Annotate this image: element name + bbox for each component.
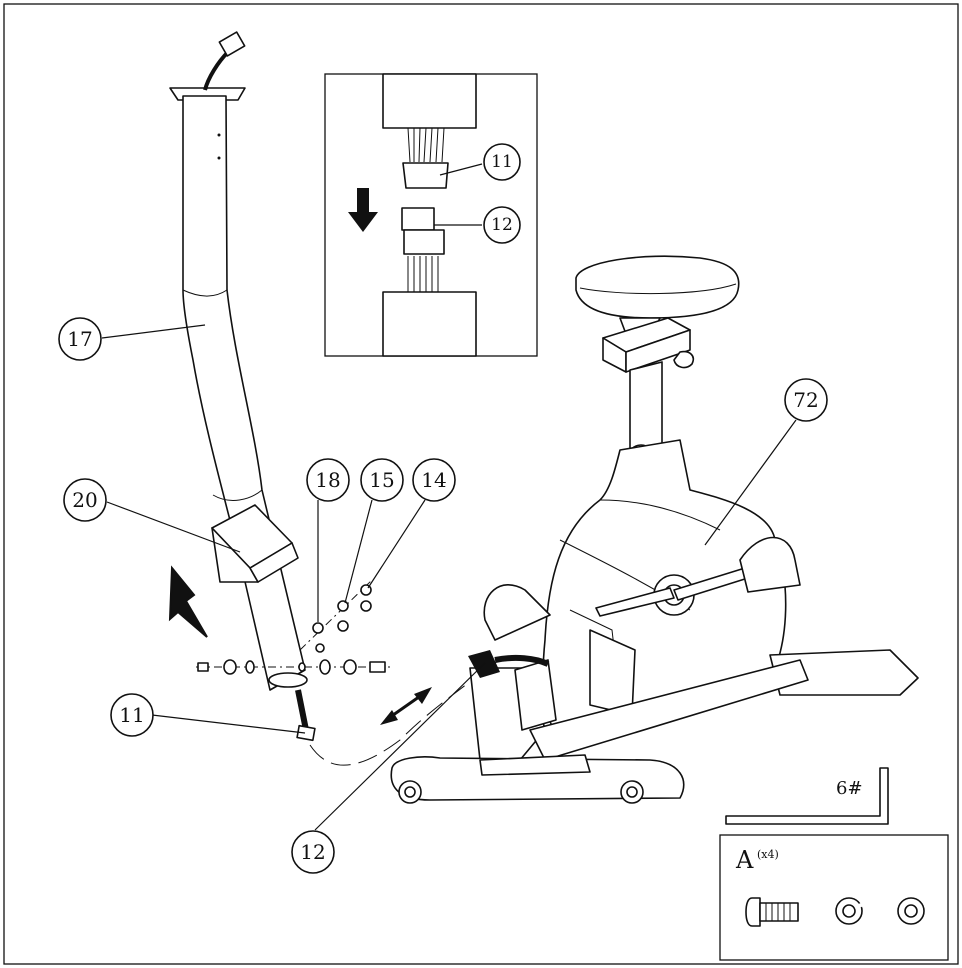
svg-text:17: 17: [67, 327, 92, 351]
svg-text:12: 12: [491, 215, 513, 235]
allen-key-size-label: 6#: [836, 778, 863, 799]
allen-key-tool: 6#: [725, 767, 889, 825]
spring-washer-icon: [835, 897, 864, 925]
inset-down-arrow-icon: [348, 188, 378, 232]
sleeve-cover: [211, 504, 299, 583]
upright-tube: [169, 31, 486, 766]
svg-text:20: 20: [72, 488, 97, 512]
svg-text:18: 18: [315, 468, 340, 492]
hardware-kit-letter: A: [735, 846, 754, 874]
leader-12-main: [314, 662, 486, 831]
double-arrow-icon: [380, 687, 432, 725]
callout-72: 72: [784, 378, 828, 422]
bolt-icon: [745, 897, 799, 927]
svg-text:72: 72: [793, 388, 818, 412]
callout-18: 18: [306, 458, 350, 502]
leader-11-inset: [439, 163, 483, 176]
down-arrow-icon: [168, 565, 208, 638]
callout-17: 17: [58, 317, 102, 361]
svg-text:14: 14: [421, 468, 446, 492]
callout-11-inset: 11: [483, 143, 521, 181]
hardware-kit-quantity: (x4): [757, 848, 779, 861]
svg-text:12: 12: [300, 840, 325, 864]
svg-text:11: 11: [491, 152, 513, 172]
leader-17: [101, 324, 206, 339]
callout-15: 15: [360, 458, 404, 502]
callout-20: 20: [63, 478, 107, 522]
leader-11-main: [151, 714, 306, 734]
flat-washer-icon: [897, 897, 925, 925]
callout-14: 14: [412, 458, 456, 502]
leader-72: [704, 419, 797, 546]
svg-text:15: 15: [369, 468, 394, 492]
svg-text:11: 11: [119, 703, 144, 727]
exercise-bike-frame: [390, 255, 919, 804]
callout-12-inset: 12: [483, 206, 521, 244]
callout-11-main: 11: [110, 693, 154, 737]
fasteners: [196, 579, 390, 675]
hardware-kit-box: A (x4): [719, 834, 949, 961]
callout-12-main: 12: [291, 830, 335, 874]
connector-detail-inset: [324, 73, 538, 357]
leader-14: [367, 499, 426, 589]
leader-15: [344, 499, 373, 604]
leader-20: [106, 501, 241, 553]
page-border: [3, 3, 959, 965]
